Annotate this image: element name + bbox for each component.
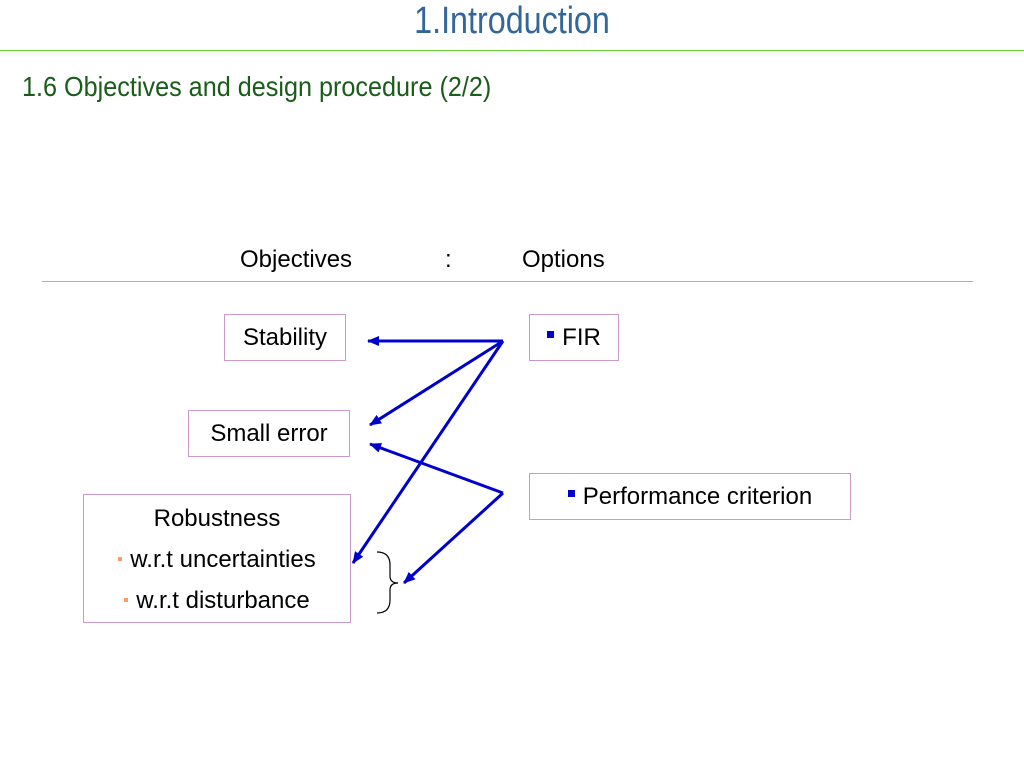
robustness-title: Robustness [153, 505, 281, 532]
robustness-item-label: w.r.t uncertainties [130, 546, 316, 573]
robustness-item-label: w.r.t disturbance [136, 587, 310, 614]
bullet-square-icon [124, 597, 129, 602]
objective-small-error-label: Small error [210, 419, 328, 447]
option-fir-box: FIR [529, 314, 619, 361]
header-divider [42, 281, 973, 282]
right-brace-icon [376, 551, 399, 614]
arrow-performance-to-small-error [369, 442, 504, 495]
title-divider [0, 50, 1024, 51]
arrow-performance-to-robustness [402, 491, 505, 585]
header-options: Options [522, 246, 605, 273]
header-objectives: Objectives [240, 246, 353, 273]
objective-stability-label: Stability [242, 323, 328, 351]
robustness-item: w.r.t uncertainties [84, 539, 350, 580]
objective-stability-box: Stability [224, 314, 346, 361]
header-separator: : [445, 246, 452, 273]
slide-subtitle: 1.6 Objectives and design procedure (2/2… [22, 71, 492, 102]
objective-robustness-box: Robustness w.r.t uncertainties w.r.t dis… [83, 494, 351, 623]
bullet-square-icon [567, 490, 575, 497]
bullet-square-icon [547, 331, 555, 338]
option-fir-label: FIR [562, 323, 601, 351]
slide-title: 1.Introduction [414, 0, 610, 42]
bullet-square-icon [118, 556, 123, 561]
robustness-item: w.r.t disturbance [84, 580, 350, 621]
option-performance-label: Performance criterion [582, 482, 813, 510]
objective-small-error-box: Small error [188, 410, 350, 457]
arrow-fir-to-robustness [351, 340, 505, 564]
arrow-fir-to-small-error [369, 339, 504, 427]
option-performance-box: Performance criterion [529, 473, 851, 520]
